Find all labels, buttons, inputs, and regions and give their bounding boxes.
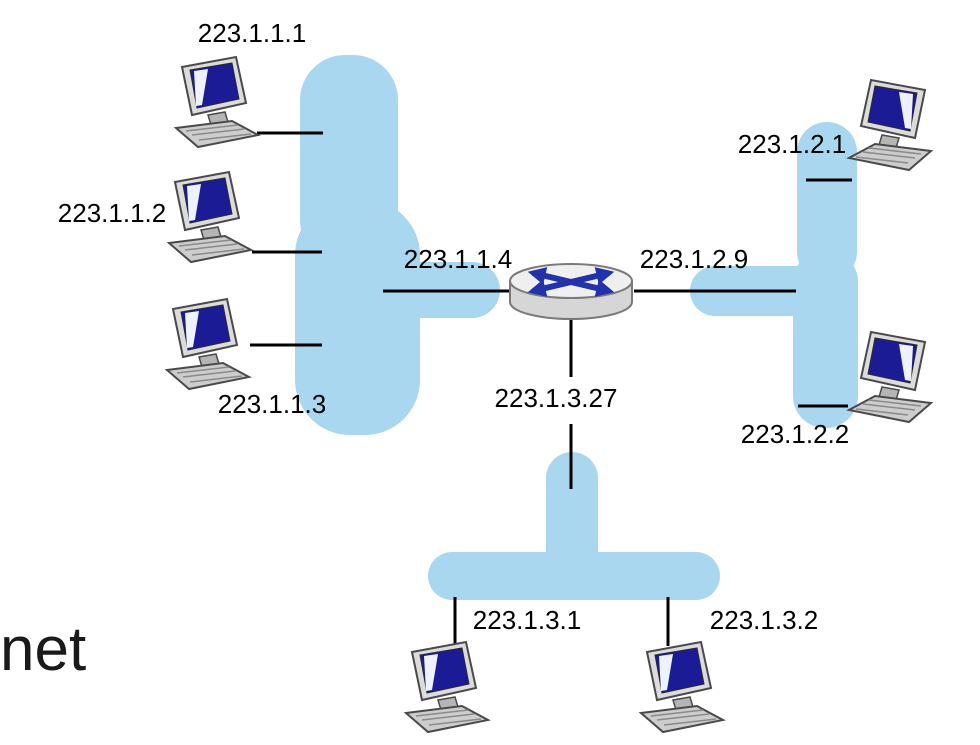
subnet-3-blob-bar — [428, 552, 720, 600]
host-ip-label: 223.1.3.2 — [710, 605, 818, 635]
subnet-2-blob-top — [797, 122, 857, 282]
subnet-3-blob-stem — [546, 452, 598, 577]
host-ip-label: 223.1.1.1 — [198, 18, 306, 48]
router-interface-label: 223.1.1.4 — [404, 244, 512, 274]
router-icon — [509, 263, 633, 320]
host-computer-223-1-3-2 — [640, 641, 724, 733]
host-computer-223-1-1-1 — [175, 56, 259, 148]
host-ip-label: 223.1.1.2 — [58, 198, 166, 228]
host-ip-label: 223.1.1.3 — [218, 389, 326, 419]
link-lines — [250, 131, 852, 646]
host-computer-223-1-2-2 — [848, 331, 932, 423]
subnet-1-blob — [295, 55, 500, 435]
router-interface-label: 223.1.3.27 — [495, 383, 618, 413]
subnet-1-blob-bottom — [295, 200, 420, 435]
host-computer-223-1-3-1 — [405, 641, 489, 733]
router-arrow-2 — [527, 267, 615, 297]
subnet-2-blob — [690, 122, 858, 428]
host-ip-label: 223.1.3.1 — [473, 605, 581, 635]
side-text: net — [0, 615, 86, 684]
host-computer-223-1-1-3 — [166, 298, 250, 390]
host-computer-223-1-1-2 — [168, 171, 252, 263]
host-computer-223-1-2-1 — [848, 79, 932, 171]
host-ip-label: 223.1.2.1 — [738, 129, 846, 159]
host-ip-label: 223.1.2.2 — [741, 419, 849, 449]
router-interface-label: 223.1.2.9 — [640, 244, 748, 274]
subnet-3-blob — [428, 452, 720, 600]
